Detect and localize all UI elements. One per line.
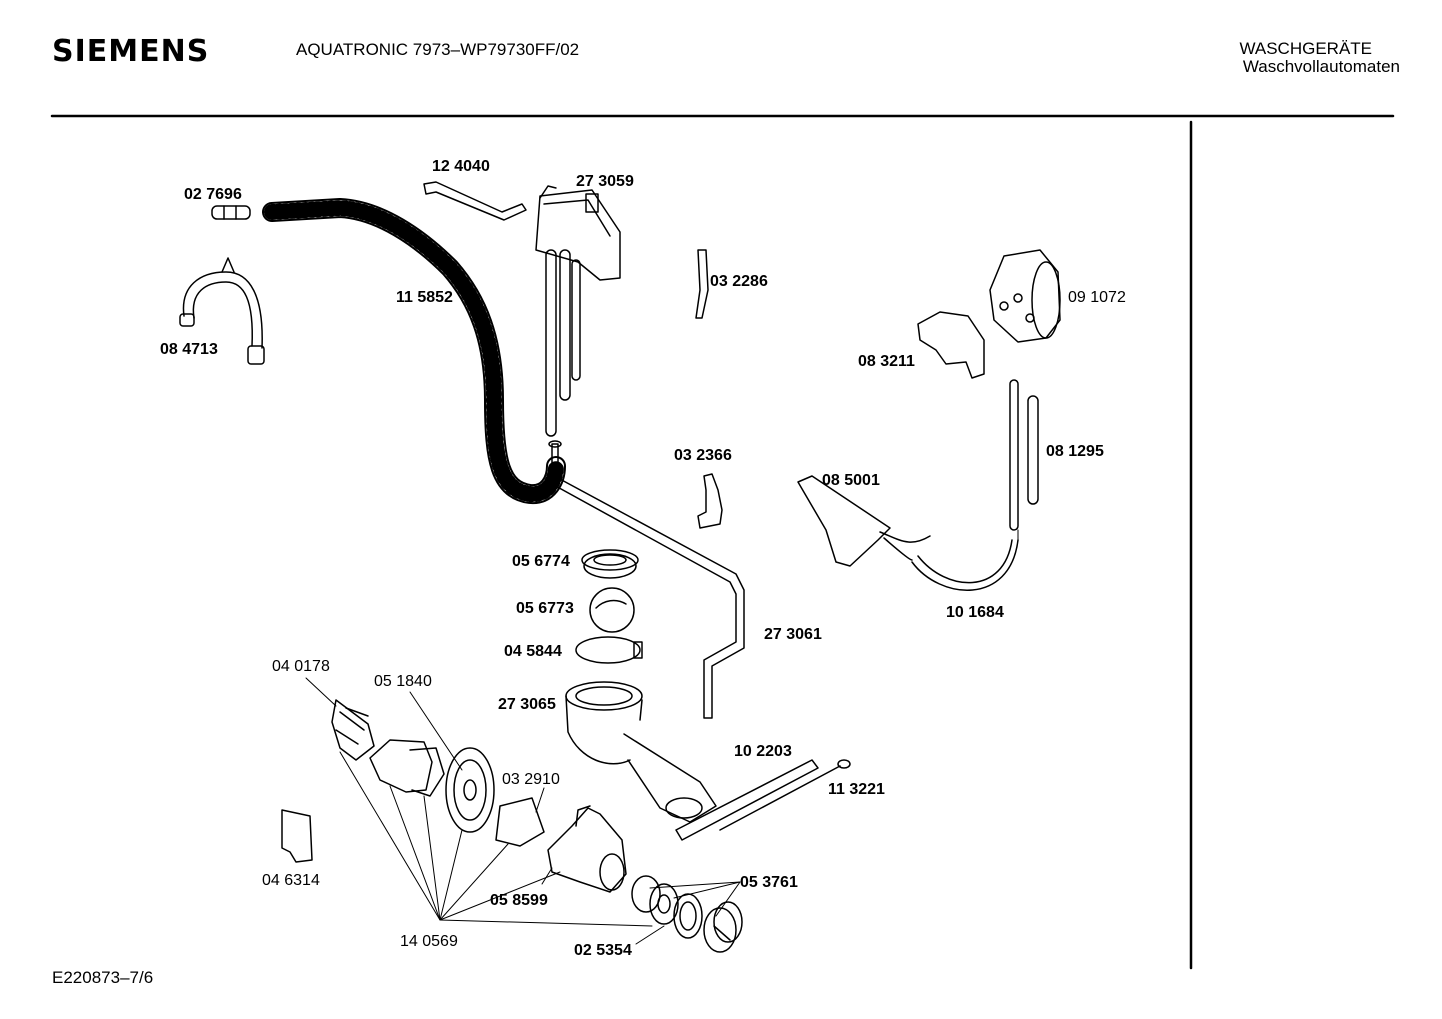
switch-bracket-part (917, 311, 985, 379)
subcategory-label: Waschvollautomaten (1242, 57, 1400, 76)
drain-tube-part (548, 440, 745, 719)
part-label: 27 3065 (498, 696, 556, 713)
part-label: 14 0569 (400, 933, 458, 950)
sensor-bracket-part (797, 475, 931, 567)
part-label: 05 1840 (374, 673, 432, 690)
pump-fan-part (331, 699, 375, 761)
hose-clamp-part (179, 257, 265, 365)
curved-hose-part (911, 539, 1019, 591)
corrugated-hose-part (262, 198, 566, 505)
part-label: 02 5354 (574, 942, 632, 959)
part-label: 05 8599 (490, 892, 548, 909)
leader-lines (305, 529, 1019, 945)
part-label: 03 2366 (674, 447, 732, 464)
model-title: AQUATRONIC 7973–WP79730FF/02 (296, 40, 580, 59)
clamp-ring-part (575, 636, 643, 664)
part-label: 10 2203 (734, 743, 792, 760)
part-label: 02 7696 (184, 186, 242, 203)
pressure-switch-part (989, 249, 1061, 343)
drain-pump-part (547, 805, 627, 893)
bent-rod-part (423, 181, 527, 221)
pump-seal-part (631, 875, 703, 939)
part-label: 03 2286 (710, 273, 768, 290)
part-label: 03 2910 (502, 771, 560, 788)
scoop-part (495, 797, 545, 847)
pump-rotor-part (445, 747, 495, 833)
part-label: 05 6774 (512, 553, 570, 570)
part-label: 27 3059 (576, 173, 634, 190)
thin-rod-part (719, 759, 851, 831)
part-label: 04 6314 (262, 872, 320, 889)
part-label: 10 1684 (946, 604, 1004, 621)
air-tube-part (1009, 379, 1039, 531)
dispenser-tube-part (535, 185, 621, 437)
drawing-id: E220873–7/6 (52, 968, 154, 987)
part-label: 05 6773 (516, 600, 574, 617)
part-label: 04 5844 (504, 643, 562, 660)
pump-housing-part (369, 739, 445, 797)
ball-valve-part (589, 587, 635, 633)
nozzle-part (211, 205, 251, 220)
part-label: 09 1072 (1068, 289, 1126, 306)
part-label: 08 5001 (822, 472, 880, 489)
part-label: 11 5852 (396, 289, 453, 306)
bracket-part (695, 249, 709, 319)
brand-logo: SIEMENS (52, 34, 210, 69)
seal-ring-part (581, 549, 639, 579)
straight-rod-part (675, 759, 819, 841)
part-label: 12 4040 (432, 158, 490, 175)
filter-cap-part (703, 901, 743, 953)
part-label: 08 1295 (1046, 443, 1104, 460)
category-label: WASCHGERÄTE (1239, 39, 1372, 58)
part-label: 11 3221 (828, 781, 885, 798)
holder-clip-part (697, 473, 723, 529)
part-label: 08 4713 (160, 341, 218, 358)
mounting-plate-part (281, 809, 313, 863)
part-label: 04 0178 (272, 658, 330, 675)
part-labels: 12 4040 27 3059 02 7696 03 2286 11 5852 … (160, 158, 1126, 959)
part-label: 05 3761 (740, 874, 798, 891)
sump-pipe-part (565, 681, 717, 823)
part-label: 08 3211 (858, 353, 915, 370)
part-label: 27 3061 (764, 626, 822, 643)
